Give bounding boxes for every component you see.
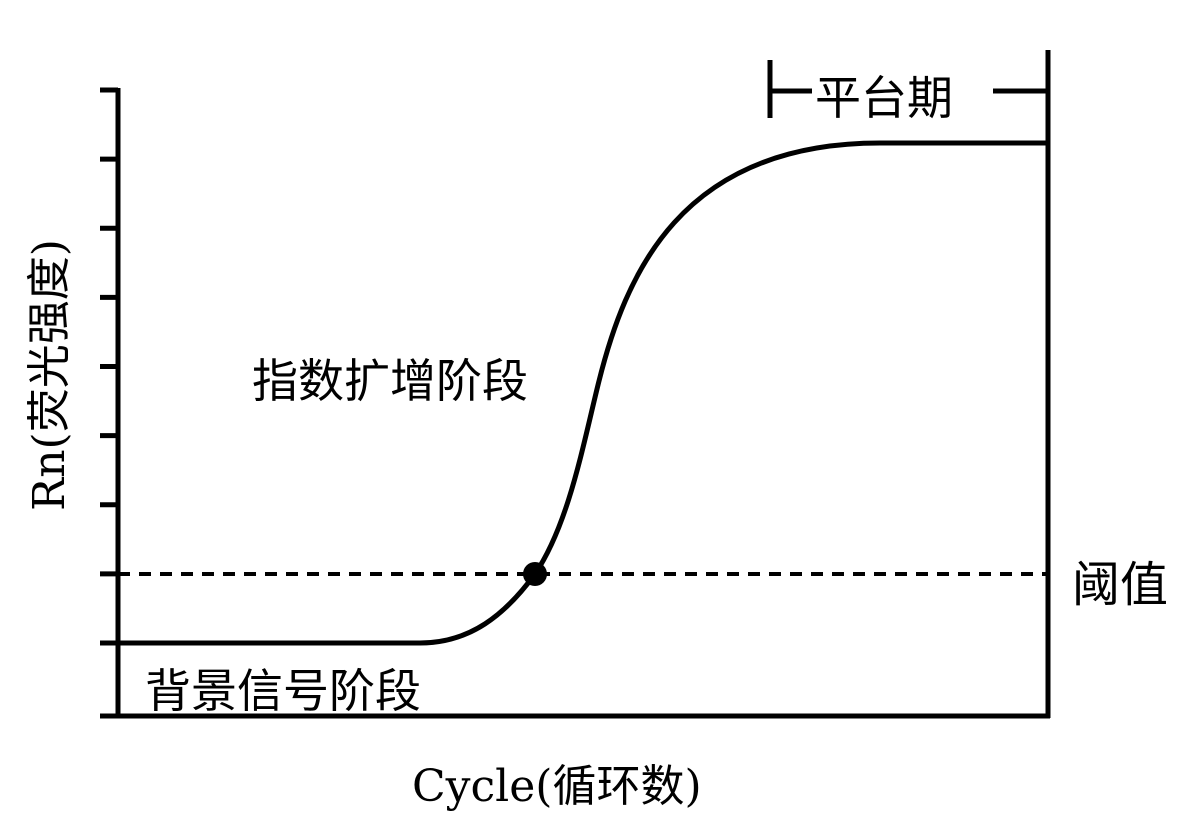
threshold-crossing-point xyxy=(523,562,547,586)
y-axis-ticks xyxy=(100,87,118,646)
background-phase-label: 背景信号阶段 xyxy=(145,664,421,718)
amplification-curve xyxy=(118,140,1048,646)
plateau-label: 平台期 xyxy=(815,71,953,125)
exponential-phase-label: 指数扩增阶段 xyxy=(252,354,528,408)
x-axis-label: Cycle(循环数) xyxy=(412,761,702,812)
threshold-label: 阈值 xyxy=(1072,557,1169,613)
y-axis-label: Rn(荧光强度) xyxy=(24,239,75,511)
